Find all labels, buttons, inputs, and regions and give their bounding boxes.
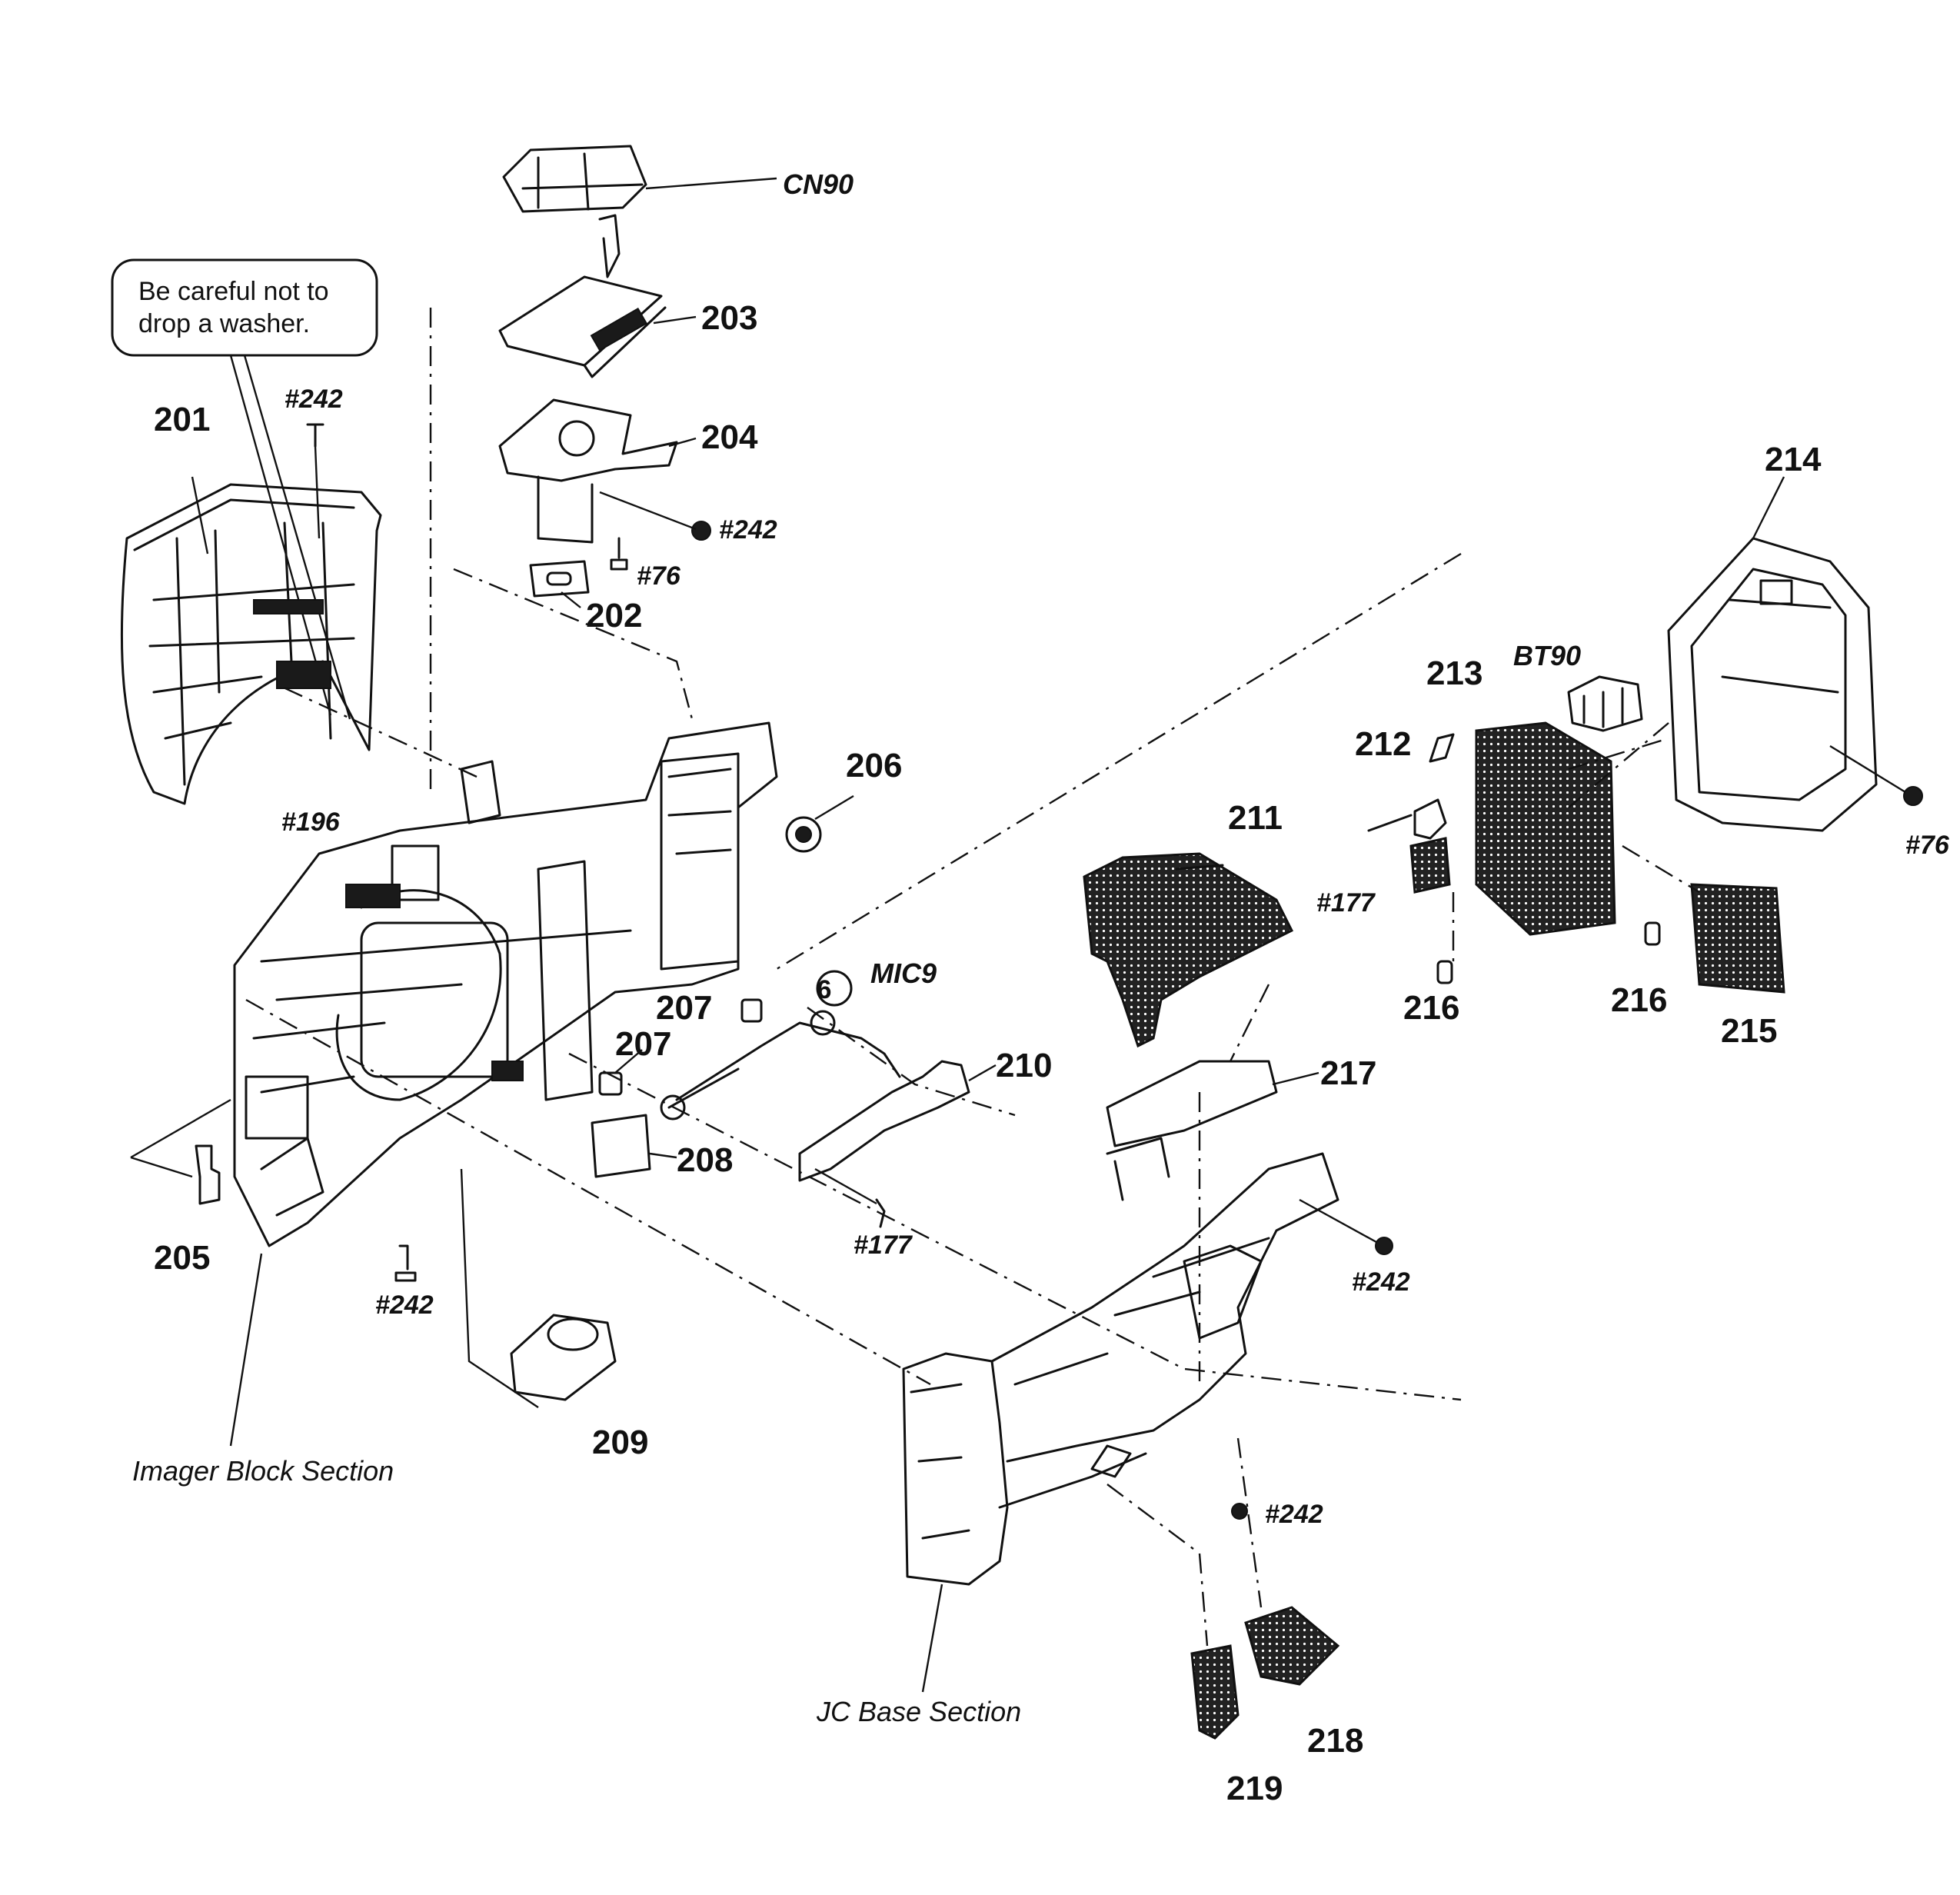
part-201-grip-cover bbox=[120, 483, 382, 805]
caution-note: Be careful not to drop a washer. bbox=[111, 258, 378, 720]
part-cn90-cap bbox=[502, 145, 777, 278]
part-209-switch bbox=[460, 1168, 617, 1408]
part-217-bracket bbox=[1106, 1060, 1319, 1201]
part-205-leader bbox=[130, 1098, 231, 1178]
caution-note-pointer-2 bbox=[243, 355, 351, 720]
part-204-bracket bbox=[498, 398, 697, 544]
label-screw-76-214: #76 bbox=[1905, 831, 1950, 860]
label-mic9-ref: 6 bbox=[817, 975, 832, 1004]
label-screw-242-left: #242 bbox=[375, 1291, 434, 1320]
part-217-leader bbox=[1272, 1071, 1319, 1086]
screw-242-jc bbox=[1231, 1503, 1248, 1520]
part-209-leader bbox=[460, 1168, 539, 1408]
label-214: 214 bbox=[1765, 441, 1822, 478]
part-216-cap-a bbox=[1436, 960, 1453, 984]
caution-note-pointer bbox=[229, 355, 332, 716]
label-screw-76-204: #76 bbox=[637, 561, 681, 591]
part-219-cover bbox=[1190, 1644, 1240, 1740]
part-210 bbox=[798, 1060, 997, 1182]
part-214-leader bbox=[1752, 476, 1785, 539]
part-211-board bbox=[1083, 852, 1294, 1048]
label-203: 203 bbox=[701, 299, 757, 337]
part-204-leader bbox=[668, 437, 697, 448]
part-207-pad-lower bbox=[598, 1049, 643, 1096]
part-bt90-connector bbox=[1567, 675, 1643, 732]
label-212: 212 bbox=[1355, 725, 1411, 763]
label-210: 210 bbox=[996, 1047, 1052, 1084]
part-202-leader bbox=[561, 591, 581, 608]
label-screw-196: #196 bbox=[281, 808, 341, 837]
jc-base-frame bbox=[902, 1152, 1339, 1586]
part-206 bbox=[785, 794, 854, 853]
label-218: 218 bbox=[1307, 1722, 1363, 1760]
cn90-leader bbox=[645, 177, 777, 190]
label-201: 201 bbox=[154, 401, 210, 438]
label-bt90: BT90 bbox=[1513, 640, 1581, 671]
label-screw-242-jc: #242 bbox=[1265, 1500, 1323, 1529]
label-screw-242-217: #242 bbox=[1352, 1267, 1410, 1297]
screw-76-at-204 bbox=[610, 537, 628, 571]
label-screw-242-204: #242 bbox=[719, 515, 777, 545]
mic9-cable bbox=[660, 970, 901, 1121]
screw-242-at-204 bbox=[599, 491, 711, 541]
imager-block-frame bbox=[233, 721, 778, 1247]
part-212-holder bbox=[1367, 798, 1451, 894]
part-210-leader bbox=[968, 1064, 997, 1082]
screw-242-left bbox=[394, 1244, 417, 1282]
part-207-lower-leader bbox=[614, 1049, 643, 1074]
label-208: 208 bbox=[677, 1141, 733, 1179]
part-214-battery-case bbox=[1667, 476, 1878, 832]
label-216-b: 216 bbox=[1611, 981, 1667, 1019]
label-219: 219 bbox=[1226, 1770, 1283, 1807]
label-204: 204 bbox=[701, 418, 758, 456]
label-216-a: 216 bbox=[1403, 989, 1459, 1027]
label-202: 202 bbox=[586, 597, 642, 634]
label-205: 205 bbox=[154, 1239, 210, 1277]
part-213-mesh bbox=[1429, 721, 1616, 936]
screw-242-top bbox=[306, 423, 324, 539]
jc-section-leader bbox=[921, 1584, 943, 1693]
screw-177-at-210 bbox=[814, 1167, 886, 1228]
part-218-cover bbox=[1244, 1606, 1340, 1686]
label-jc-base-section: JC Base Section bbox=[816, 1696, 1021, 1727]
part-215-mesh bbox=[1690, 883, 1785, 994]
label-206: 206 bbox=[846, 747, 902, 784]
label-213: 213 bbox=[1426, 654, 1482, 692]
mic9-ref-circle bbox=[816, 970, 853, 1007]
part-203-leader bbox=[653, 315, 697, 325]
label-211: 211 bbox=[1228, 799, 1283, 837]
part-208-leader bbox=[649, 1152, 677, 1159]
label-215: 215 bbox=[1721, 1012, 1777, 1050]
alignment-lines bbox=[245, 308, 1700, 1647]
part-208-sheet bbox=[591, 1114, 677, 1178]
label-217: 217 bbox=[1320, 1054, 1376, 1092]
part-201-leader bbox=[191, 476, 209, 555]
label-207-lower: 207 bbox=[615, 1025, 671, 1063]
label-207-upper: 207 bbox=[656, 989, 712, 1027]
part-202-gasket bbox=[529, 560, 590, 608]
part-203-plate bbox=[498, 275, 697, 378]
label-screw-177-210: #177 bbox=[854, 1231, 913, 1260]
part-216-cap-b bbox=[1644, 921, 1661, 946]
screw-76-at-214 bbox=[1829, 744, 1923, 806]
part-206-leader bbox=[814, 794, 854, 821]
label-screw-242-top: #242 bbox=[285, 385, 343, 414]
label-imager-block-section: Imager Block Section bbox=[132, 1455, 394, 1487]
label-cn90: CN90 bbox=[783, 168, 854, 200]
part-205-bracket bbox=[130, 1098, 231, 1205]
caution-note-line1: Be careful not to bbox=[138, 277, 329, 306]
screw-242-at-217 bbox=[1299, 1198, 1393, 1255]
label-screw-177-212: #177 bbox=[1316, 888, 1376, 918]
label-mic9: MIC9 bbox=[870, 957, 937, 989]
imager-section-leader bbox=[229, 1253, 263, 1447]
caution-note-line2: drop a washer. bbox=[138, 309, 310, 338]
part-207-pad-upper bbox=[740, 998, 763, 1023]
label-209: 209 bbox=[592, 1424, 648, 1461]
